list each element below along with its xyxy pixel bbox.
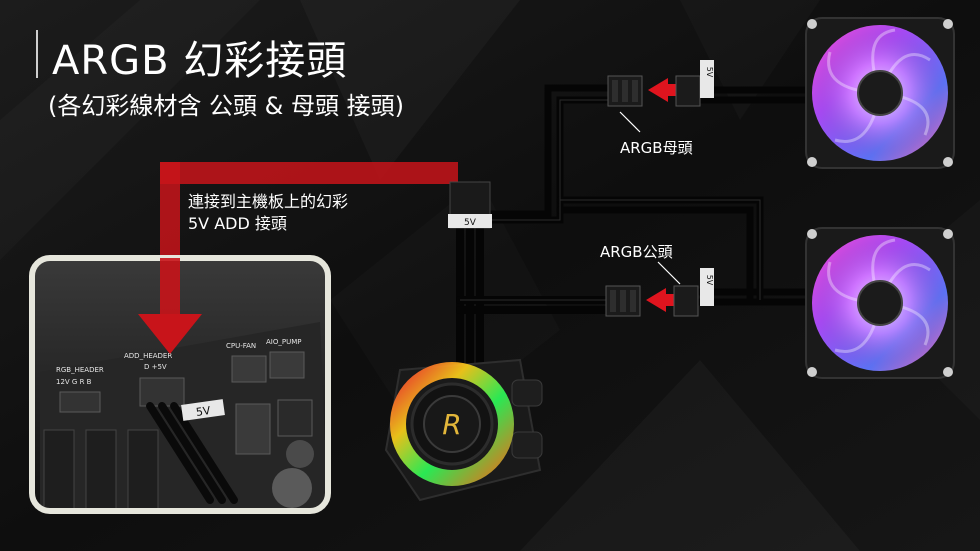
silkscreen-rgb-pins: 12V G R B [56, 378, 92, 386]
page-title: ARGB 幻彩接頭 [52, 38, 348, 84]
mb-connector-5v-mark: 5V [195, 404, 212, 419]
female-connector: 5V [607, 60, 714, 133]
pump-logo: R [442, 408, 461, 441]
male-connector: 5V [605, 261, 714, 317]
title-accent-bar [36, 30, 38, 78]
silkscreen-rgb-header: RGB_HEADER [56, 366, 104, 374]
silkscreen-add-pins: D +5V [144, 363, 167, 371]
arrow-down-icon [138, 314, 202, 354]
male-connector-5v-mark: 5V [705, 275, 714, 286]
page-subtitle: (各幻彩線材含 公頭 & 母頭 接頭) [48, 92, 404, 120]
argb-fan-bottom [805, 227, 955, 379]
label-argb-female: ARGB母頭 [620, 139, 693, 157]
label-argb-male: ARGB公頭 [600, 243, 673, 261]
motherboard-label-line1: 連接到主機板上的幻彩 [188, 192, 349, 211]
female-connector-5v-mark: 5V [705, 67, 714, 78]
silkscreen-cpu-fan: CPU-FAN [226, 342, 256, 350]
silkscreen-add-header: ADD_HEADER [124, 352, 172, 360]
silkscreen-aio-pump: AIO_PUMP [266, 338, 301, 346]
main-connector-5v-mark: 5V [464, 218, 477, 228]
motherboard-label-line2: 5V ADD 接頭 [188, 214, 287, 233]
argb-fan-top [805, 17, 955, 169]
aio-pump: R [384, 358, 543, 502]
main-argb-connector: 5V [448, 181, 492, 229]
